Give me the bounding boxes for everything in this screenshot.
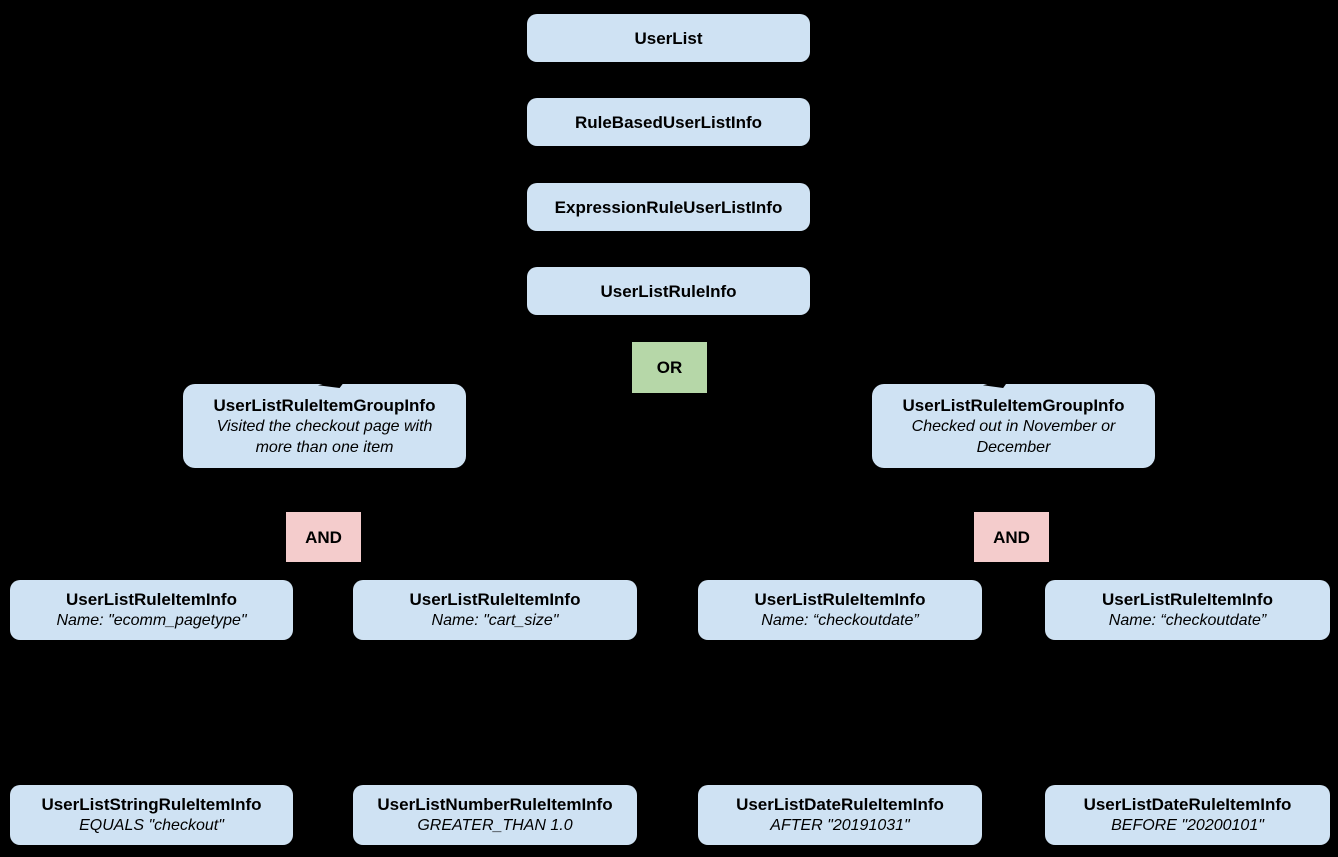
node-or-operator: OR (631, 341, 708, 394)
stringruleiteminfo-label: UserListStringRuleItemInfo (41, 795, 262, 814)
ruleiteminfo-ecomm-pagetype-label: UserListRuleItemInfo (66, 590, 237, 609)
ruleiteminfo-checkoutdate-1-description: Name: “checkoutdate” (761, 612, 919, 629)
numberruleiteminfo-label: UserListNumberRuleItemInfo (377, 795, 613, 814)
numberruleiteminfo-description: GREATER_THAN 1.0 (417, 817, 573, 834)
group-left-description: Visited the checkout page with more than… (216, 417, 433, 456)
dateruleiteminfo-after-label: UserListDateRuleItemInfo (736, 795, 944, 814)
node-dateruleiteminfo-before: UserListDateRuleItemInfo BEFORE "2020010… (1045, 785, 1330, 845)
ruleiteminfo-checkoutdate-1-label: UserListRuleItemInfo (754, 590, 926, 609)
dateruleiteminfo-before-label: UserListDateRuleItemInfo (1083, 795, 1292, 814)
ruleiteminfo-checkoutdate-2-description: Name: “checkoutdate” (1108, 612, 1267, 629)
node-rule-item-group-left: UserListRuleItemGroupInfo Visited the ch… (183, 384, 466, 468)
node-and-operator-right: AND (973, 511, 1050, 563)
ruleiteminfo-checkoutdate-2-label: UserListRuleItemInfo (1102, 590, 1273, 609)
node-stringruleiteminfo: UserListStringRuleItemInfo EQUALS "check… (10, 785, 293, 845)
dateruleiteminfo-after-description: AFTER "20191031" (770, 817, 910, 834)
node-rule-item-group-right: UserListRuleItemGroupInfo Checked out in… (872, 384, 1155, 468)
connector-arrowhead-right (983, 377, 1011, 388)
dateruleiteminfo-before-description: BEFORE "20200101" (1111, 817, 1264, 834)
ruleiteminfo-ecomm-pagetype-description: Name: "ecomm_pagetype" (56, 612, 247, 629)
ruleiteminfo-cart-size-description: Name: "cart_size" (431, 612, 559, 629)
or-operator-label: OR (656, 358, 683, 377)
node-dateruleiteminfo-after: UserListDateRuleItemInfo AFTER "20191031… (698, 785, 982, 845)
node-userlistruleinfo-label: UserListRuleInfo (600, 281, 737, 301)
and-right-label: AND (993, 527, 1030, 547)
and-left-label: AND (305, 527, 342, 547)
group-right-description: Checked out in November or December (911, 417, 1116, 456)
node-userlist-label: UserList (634, 28, 703, 48)
node-numberruleiteminfo: UserListNumberRuleItemInfo GREATER_THAN … (353, 785, 637, 845)
node-rulebaseduserlistinfo: RuleBasedUserListInfo (527, 98, 810, 146)
group-right-label: UserListRuleItemGroupInfo (902, 395, 1125, 415)
node-ruleiteminfo-checkoutdate-2: UserListRuleItemInfo Name: “checkoutdate… (1045, 580, 1330, 640)
node-userlistruleinfo: UserListRuleInfo (527, 267, 810, 315)
group-left-label: UserListRuleItemGroupInfo (213, 395, 436, 415)
node-rulebaseduserlistinfo-label: RuleBasedUserListInfo (574, 112, 763, 132)
node-ruleiteminfo-checkoutdate-1: UserListRuleItemInfo Name: “checkoutdate… (698, 580, 982, 640)
node-ruleiteminfo-ecomm-pagetype: UserListRuleItemInfo Name: "ecomm_pagety… (10, 580, 293, 640)
node-expressionruleuserlistinfo: ExpressionRuleUserListInfo (527, 183, 810, 231)
node-ruleiteminfo-cart-size: UserListRuleItemInfo Name: "cart_size" (353, 580, 637, 640)
stringruleiteminfo-description: EQUALS "checkout" (79, 817, 224, 834)
connector-arrowhead-left (318, 377, 348, 388)
node-expressionruleuserlistinfo-label: ExpressionRuleUserListInfo (554, 197, 783, 217)
ruleiteminfo-cart-size-label: UserListRuleItemInfo (409, 590, 581, 609)
node-userlist: UserList (527, 14, 810, 62)
node-and-operator-left: AND (285, 511, 362, 563)
